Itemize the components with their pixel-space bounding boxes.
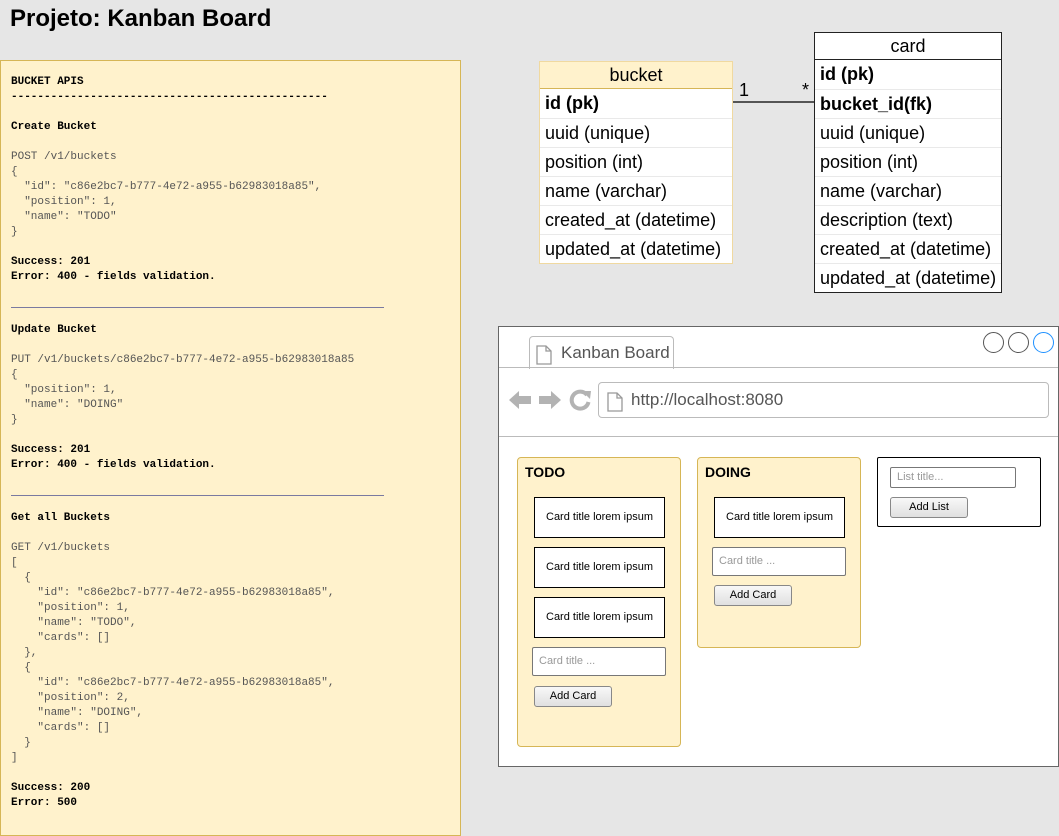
forward-arrow-icon[interactable] [539,389,561,416]
er-field: created_at (datetime) [815,234,1001,263]
page-icon [536,344,552,375]
kanban-card[interactable]: Card title lorem ipsum [534,497,665,538]
page-icon [607,390,623,424]
page-title: Projeto: Kanban Board [10,5,272,32]
er-field: uuid (unique) [540,118,732,147]
api-error: Error: 500 [11,797,78,809]
kanban-column-doing: DOING Card title lorem ipsum Card title … [697,457,861,648]
api-notes-rule: ----------------------------------------… [11,91,328,103]
api-code-block: POST /v1/buckets { "id": "c86e2bc7-b777-… [11,151,322,238]
kanban-column-todo: TODO Card title lorem ipsum Card title l… [517,457,681,747]
add-list-button[interactable]: Add List [890,497,968,518]
api-success: Success: 200 [11,782,91,794]
toolbar-divider [499,436,1058,437]
er-field: name (varchar) [815,176,1001,205]
er-cardinality-one: 1 [739,80,750,100]
kanban-card[interactable]: Card title lorem ipsum [534,547,665,588]
api-error: Error: 400 - fields validation. [11,271,216,283]
api-section-title: Get all Buckets [11,512,111,524]
api-section-title: Create Bucket [11,121,97,133]
kanban-card[interactable]: Card title lorem ipsum [714,497,845,538]
browser-window: Kanban Board http://localhost:8080 TODO … [498,326,1059,767]
er-field: id (pk) [820,64,874,84]
er-field: position (int) [540,147,732,176]
er-table-name: bucket [540,62,732,89]
api-divider [11,495,384,496]
list-title-input[interactable]: List title... [890,467,1016,488]
card-title-input[interactable]: Card title ... [712,547,846,576]
url-text: http://localhost:8080 [631,390,784,409]
er-field: id (pk) [545,93,599,113]
browser-tab[interactable]: Kanban Board [529,336,674,369]
er-field: updated_at (datetime) [540,234,732,263]
er-table-bucket: bucket id (pk) uuid (unique) position (i… [539,61,733,264]
api-notes-header: BUCKET APIS [11,76,84,88]
api-code-block: PUT /v1/buckets/c86e2bc7-b777-4e72-a955-… [11,354,355,426]
api-section-get-all: Get all Buckets GET /v1/buckets [ { "id"… [11,511,450,811]
api-error: Error: 400 - fields validation. [11,459,216,471]
api-section-create: Create Bucket POST /v1/buckets { "id": "… [11,120,450,285]
card-title-input[interactable]: Card title ... [532,647,666,676]
column-title: TODO [525,464,566,480]
column-title: DOING [705,464,751,480]
close-button[interactable] [1033,332,1054,353]
api-section-title: Update Bucket [11,324,97,336]
api-status: Success: 201 Error: 400 - fields validat… [11,255,450,285]
add-list-panel: List title... Add List [877,457,1041,527]
maximize-button[interactable] [1008,332,1029,353]
api-code-block: GET /v1/buckets [ { "id": "c86e2bc7-b777… [11,542,335,764]
minimize-button[interactable] [983,332,1004,353]
er-field: created_at (datetime) [540,205,732,234]
er-cardinality-many: * [802,80,810,100]
er-field: name (varchar) [540,176,732,205]
api-status: Success: 200 Error: 500 [11,781,450,811]
tab-bar-divider [499,367,1058,368]
er-table-name: card [815,33,1001,60]
add-card-button[interactable]: Add Card [534,686,612,707]
er-relationship-line [733,101,814,103]
add-card-button[interactable]: Add Card [714,585,792,606]
back-arrow-icon[interactable] [509,389,531,416]
api-success: Success: 201 [11,444,91,456]
browser-tab-label: Kanban Board [561,343,670,362]
er-field: description (text) [815,205,1001,234]
er-field: bucket_id(fk) [815,89,1001,118]
url-bar[interactable]: http://localhost:8080 [598,382,1049,418]
api-section-update: Update Bucket PUT /v1/buckets/c86e2bc7-b… [11,323,450,473]
api-success: Success: 201 [11,256,91,268]
kanban-card[interactable]: Card title lorem ipsum [534,597,665,638]
er-table-card: card id (pk) bucket_id(fk) uuid (unique)… [814,32,1002,293]
reload-icon[interactable] [569,389,591,416]
er-field: uuid (unique) [815,118,1001,147]
er-field: updated_at (datetime) [815,263,1001,292]
api-notes-panel: BUCKET APIS ----------------------------… [0,60,461,836]
api-divider [11,307,384,308]
api-status: Success: 201 Error: 400 - fields validat… [11,443,450,473]
er-field: position (int) [815,147,1001,176]
